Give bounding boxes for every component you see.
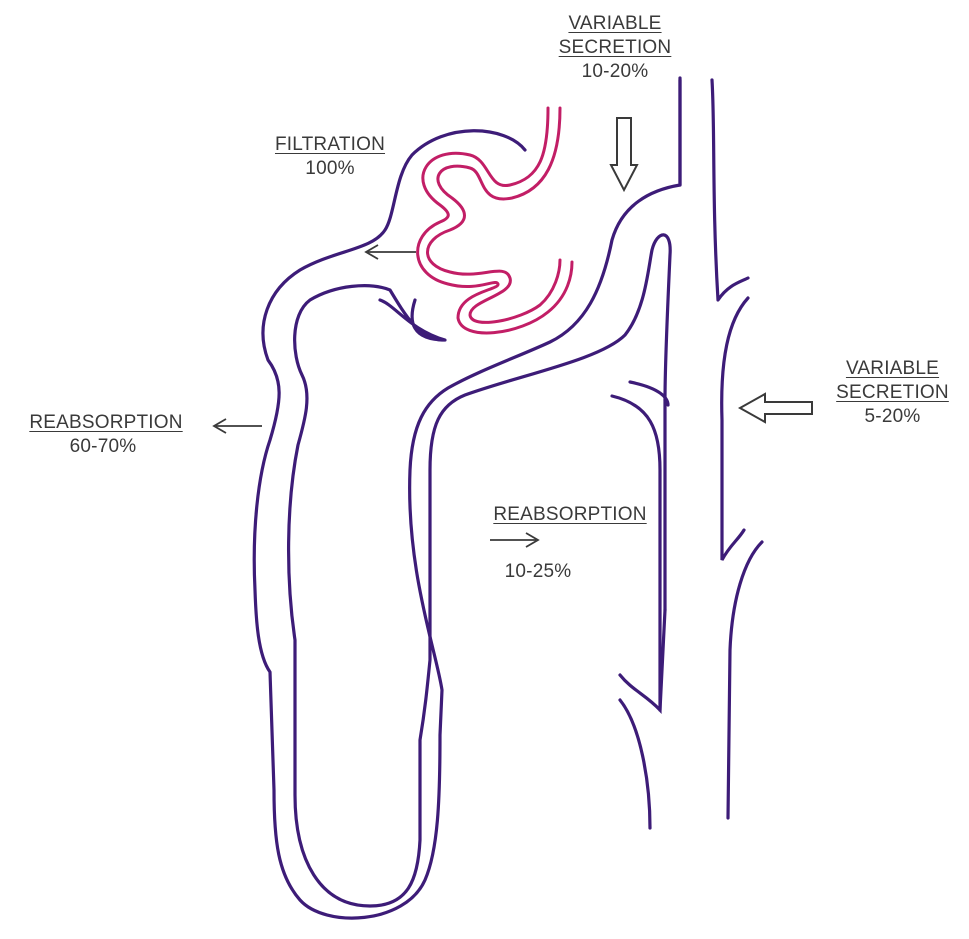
arrow-right-icon — [490, 533, 538, 547]
proximal-reabsorption-label: REABSORPTION 60-70% — [2, 411, 210, 459]
loop-reabsorption-label: REABSORPTION — [480, 503, 660, 527]
filtration-label: FILTRATION 100% — [250, 133, 410, 181]
collecting-secretion-label: VARIABLE SECRETION 5-20% — [820, 357, 965, 429]
collecting-secretion-value: 5-20% — [820, 405, 965, 429]
proximal-reabsorption-heading: REABSORPTION — [2, 411, 210, 435]
distal-secretion-value: 10-20% — [540, 60, 690, 84]
distal-secretion-heading-2: SECRETION — [540, 36, 690, 60]
loop-reabsorption-heading: REABSORPTION — [480, 503, 660, 527]
loop-reabsorption-value: 10-25% — [488, 560, 588, 584]
collecting-duct-right-wall-3 — [728, 542, 762, 818]
collecting-duct-right-wall — [712, 80, 748, 300]
branch-a — [612, 396, 660, 710]
nephron-outer-wall — [254, 78, 680, 918]
distal-secretion-heading-1: VARIABLE — [540, 12, 690, 36]
branch-c — [630, 382, 668, 405]
collecting-secretion-heading-1: VARIABLE — [820, 357, 965, 381]
collecting-secretion-heading-2: SECRETION — [820, 381, 965, 405]
distal-secretion-label: VARIABLE SECRETION 10-20% — [540, 12, 690, 84]
collecting-duct-right-wall-2 — [722, 298, 748, 560]
nephron-inner-wall — [289, 235, 671, 906]
glomerulus-inner — [418, 108, 572, 333]
filtration-value: 100% — [250, 157, 410, 181]
proximal-reabsorption-value: 60-70% — [0, 435, 210, 459]
hollow-arrow-left-icon — [740, 394, 812, 422]
hollow-arrow-down-icon — [611, 118, 637, 190]
arrow-left-icon — [366, 245, 416, 259]
filtration-heading: FILTRATION — [250, 133, 410, 157]
branch-b — [620, 700, 650, 828]
arrow-left-icon — [214, 419, 262, 433]
